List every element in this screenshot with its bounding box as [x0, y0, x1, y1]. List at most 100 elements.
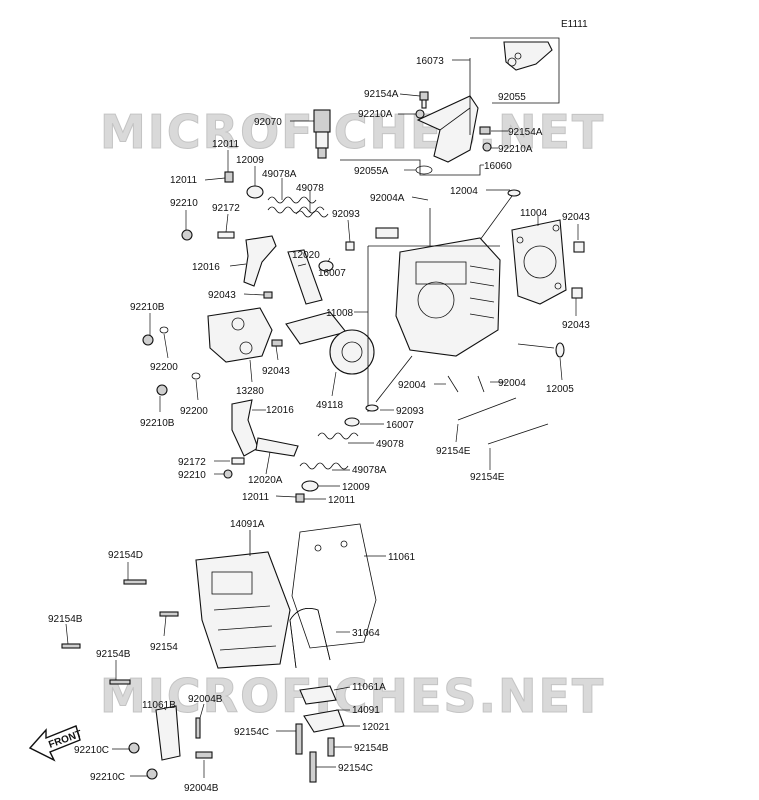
label-11061: 11061	[388, 552, 416, 563]
retainer-12009-bottom	[301, 480, 319, 492]
label-14091A: 14091A	[230, 519, 265, 530]
label-12011-bottom-a: 12011	[242, 492, 270, 503]
cam-chain-tensioner-16060	[416, 95, 479, 163]
dowel-92043-b	[571, 287, 583, 299]
label-16060: 16060	[484, 161, 512, 172]
breather-tube-31064-fill	[289, 607, 331, 669]
label-12020: 12020	[292, 250, 320, 261]
label-92154E-a: 92154E	[436, 446, 471, 457]
valve-spring-top	[267, 196, 329, 218]
label-92210C-b: 92210C	[90, 772, 125, 783]
label-92210B-bottom: 92210B	[140, 418, 175, 429]
bolt-92154C-b	[309, 751, 317, 783]
nut-92210C-b	[146, 768, 158, 780]
label-11061A: 11061A	[352, 682, 386, 693]
cylinder-head-11008	[395, 237, 501, 357]
nut-92210C-a	[128, 742, 140, 754]
gasket-11061A	[299, 685, 337, 705]
label-16007-bottom: 16007	[386, 420, 414, 431]
bolt-92154B-a	[61, 643, 81, 649]
kit-bracket-16073	[470, 37, 560, 104]
label-92004-a: 92004	[398, 380, 426, 391]
adjuster-92172	[217, 231, 235, 239]
label-16007-top: 16007	[318, 268, 346, 279]
washer-92200-b	[191, 372, 201, 380]
label-13280: 13280	[236, 386, 264, 397]
pin-92043-c	[271, 339, 283, 347]
diagram-id: E1111	[561, 19, 588, 30]
label-92093-bottom: 92093	[396, 406, 424, 417]
label-92004-b: 92004	[498, 378, 526, 389]
camshaft-holder	[207, 307, 273, 363]
label-92004B-b: 92004B	[184, 783, 219, 794]
pin-92004-a	[447, 375, 459, 393]
label-11061B: 11061B	[142, 700, 176, 711]
label-92210B-top: 92210B	[130, 302, 165, 313]
rocker-arm-12016-lower	[231, 399, 259, 457]
seat-16007-bottom	[344, 417, 360, 427]
label-12011-side: 12011	[170, 175, 198, 186]
label-12020A: 12020A	[248, 475, 283, 486]
label-12016-bottom: 12016	[266, 405, 294, 416]
label-92154B-a: 92154B	[48, 614, 83, 625]
label-49118: 49118	[316, 400, 344, 411]
label-92154E-b: 92154E	[470, 472, 505, 483]
label-12011-bottom-b: 12011	[328, 495, 356, 506]
label-92154A-right: 92154A	[508, 127, 543, 138]
o-ring-92055A	[415, 165, 433, 175]
leader-lines	[65, 59, 579, 778]
label-16073: 16073	[416, 56, 444, 67]
camshaft-49118	[285, 311, 375, 375]
stud-92154E-b	[487, 423, 549, 445]
nut-92210	[181, 229, 193, 241]
label-92154C-a: 92154C	[234, 727, 269, 738]
label-14091: 14091	[352, 705, 380, 716]
stud-92154E-a	[457, 397, 517, 421]
bolt-92154A-right	[479, 126, 491, 135]
nut-92210B-a	[142, 334, 154, 346]
rocker-shaft-12020	[287, 249, 323, 305]
label-92055: 92055	[498, 92, 526, 103]
head-gasket-11004	[511, 219, 567, 305]
cover-gasket-11061	[291, 523, 377, 649]
washer-92210A-right	[482, 142, 492, 152]
breather-tube-31064	[289, 607, 331, 669]
label-92210A-top: 92210A	[358, 109, 393, 120]
nut-92210-lower	[223, 469, 233, 479]
label-92210-top: 92210	[170, 198, 198, 209]
cotter-12011-bottom	[295, 493, 305, 503]
washer-92210A-top	[415, 109, 425, 119]
label-92154D: 92154D	[108, 550, 143, 561]
seal-92093-top	[345, 241, 355, 251]
label-12009-bottom: 12009	[342, 482, 370, 493]
label-49078A-top: 49078A	[262, 169, 297, 180]
valve-guide-top	[375, 227, 399, 239]
label-92154B-b: 92154B	[96, 649, 131, 660]
label-92154B-c: 92154B	[354, 743, 389, 754]
label-12005: 12005	[546, 384, 574, 395]
label-12009-top: 12009	[236, 155, 264, 166]
label-12021: 12021	[362, 722, 390, 733]
pin-92004B-b	[195, 751, 213, 759]
exhaust-valve-12004	[429, 189, 521, 246]
cotter-12011	[224, 171, 234, 183]
nut-92210B-b	[156, 384, 168, 396]
label-31064: 31064	[352, 628, 380, 639]
pin-92043	[263, 291, 273, 299]
label-12004: 12004	[450, 186, 478, 197]
label-92093-top: 92093	[332, 209, 360, 220]
valve-stem-lower	[375, 355, 413, 403]
label-11004: 11004	[520, 208, 548, 219]
label-92070: 92070	[254, 117, 282, 128]
label-92004B-a: 92004B	[188, 694, 223, 705]
label-49078-bottom: 49078	[376, 439, 404, 450]
cam-chain-guide-plate	[503, 41, 553, 71]
bolt-92154B-b	[109, 679, 131, 685]
label-92200-b: 92200	[180, 406, 208, 417]
bolt-92154D	[123, 579, 147, 585]
seal-92093-bottom	[365, 404, 379, 412]
label-49078A-bottom: 49078A	[352, 465, 387, 476]
label-92043-a: 92043	[562, 212, 590, 223]
bolt-92154	[159, 611, 179, 617]
